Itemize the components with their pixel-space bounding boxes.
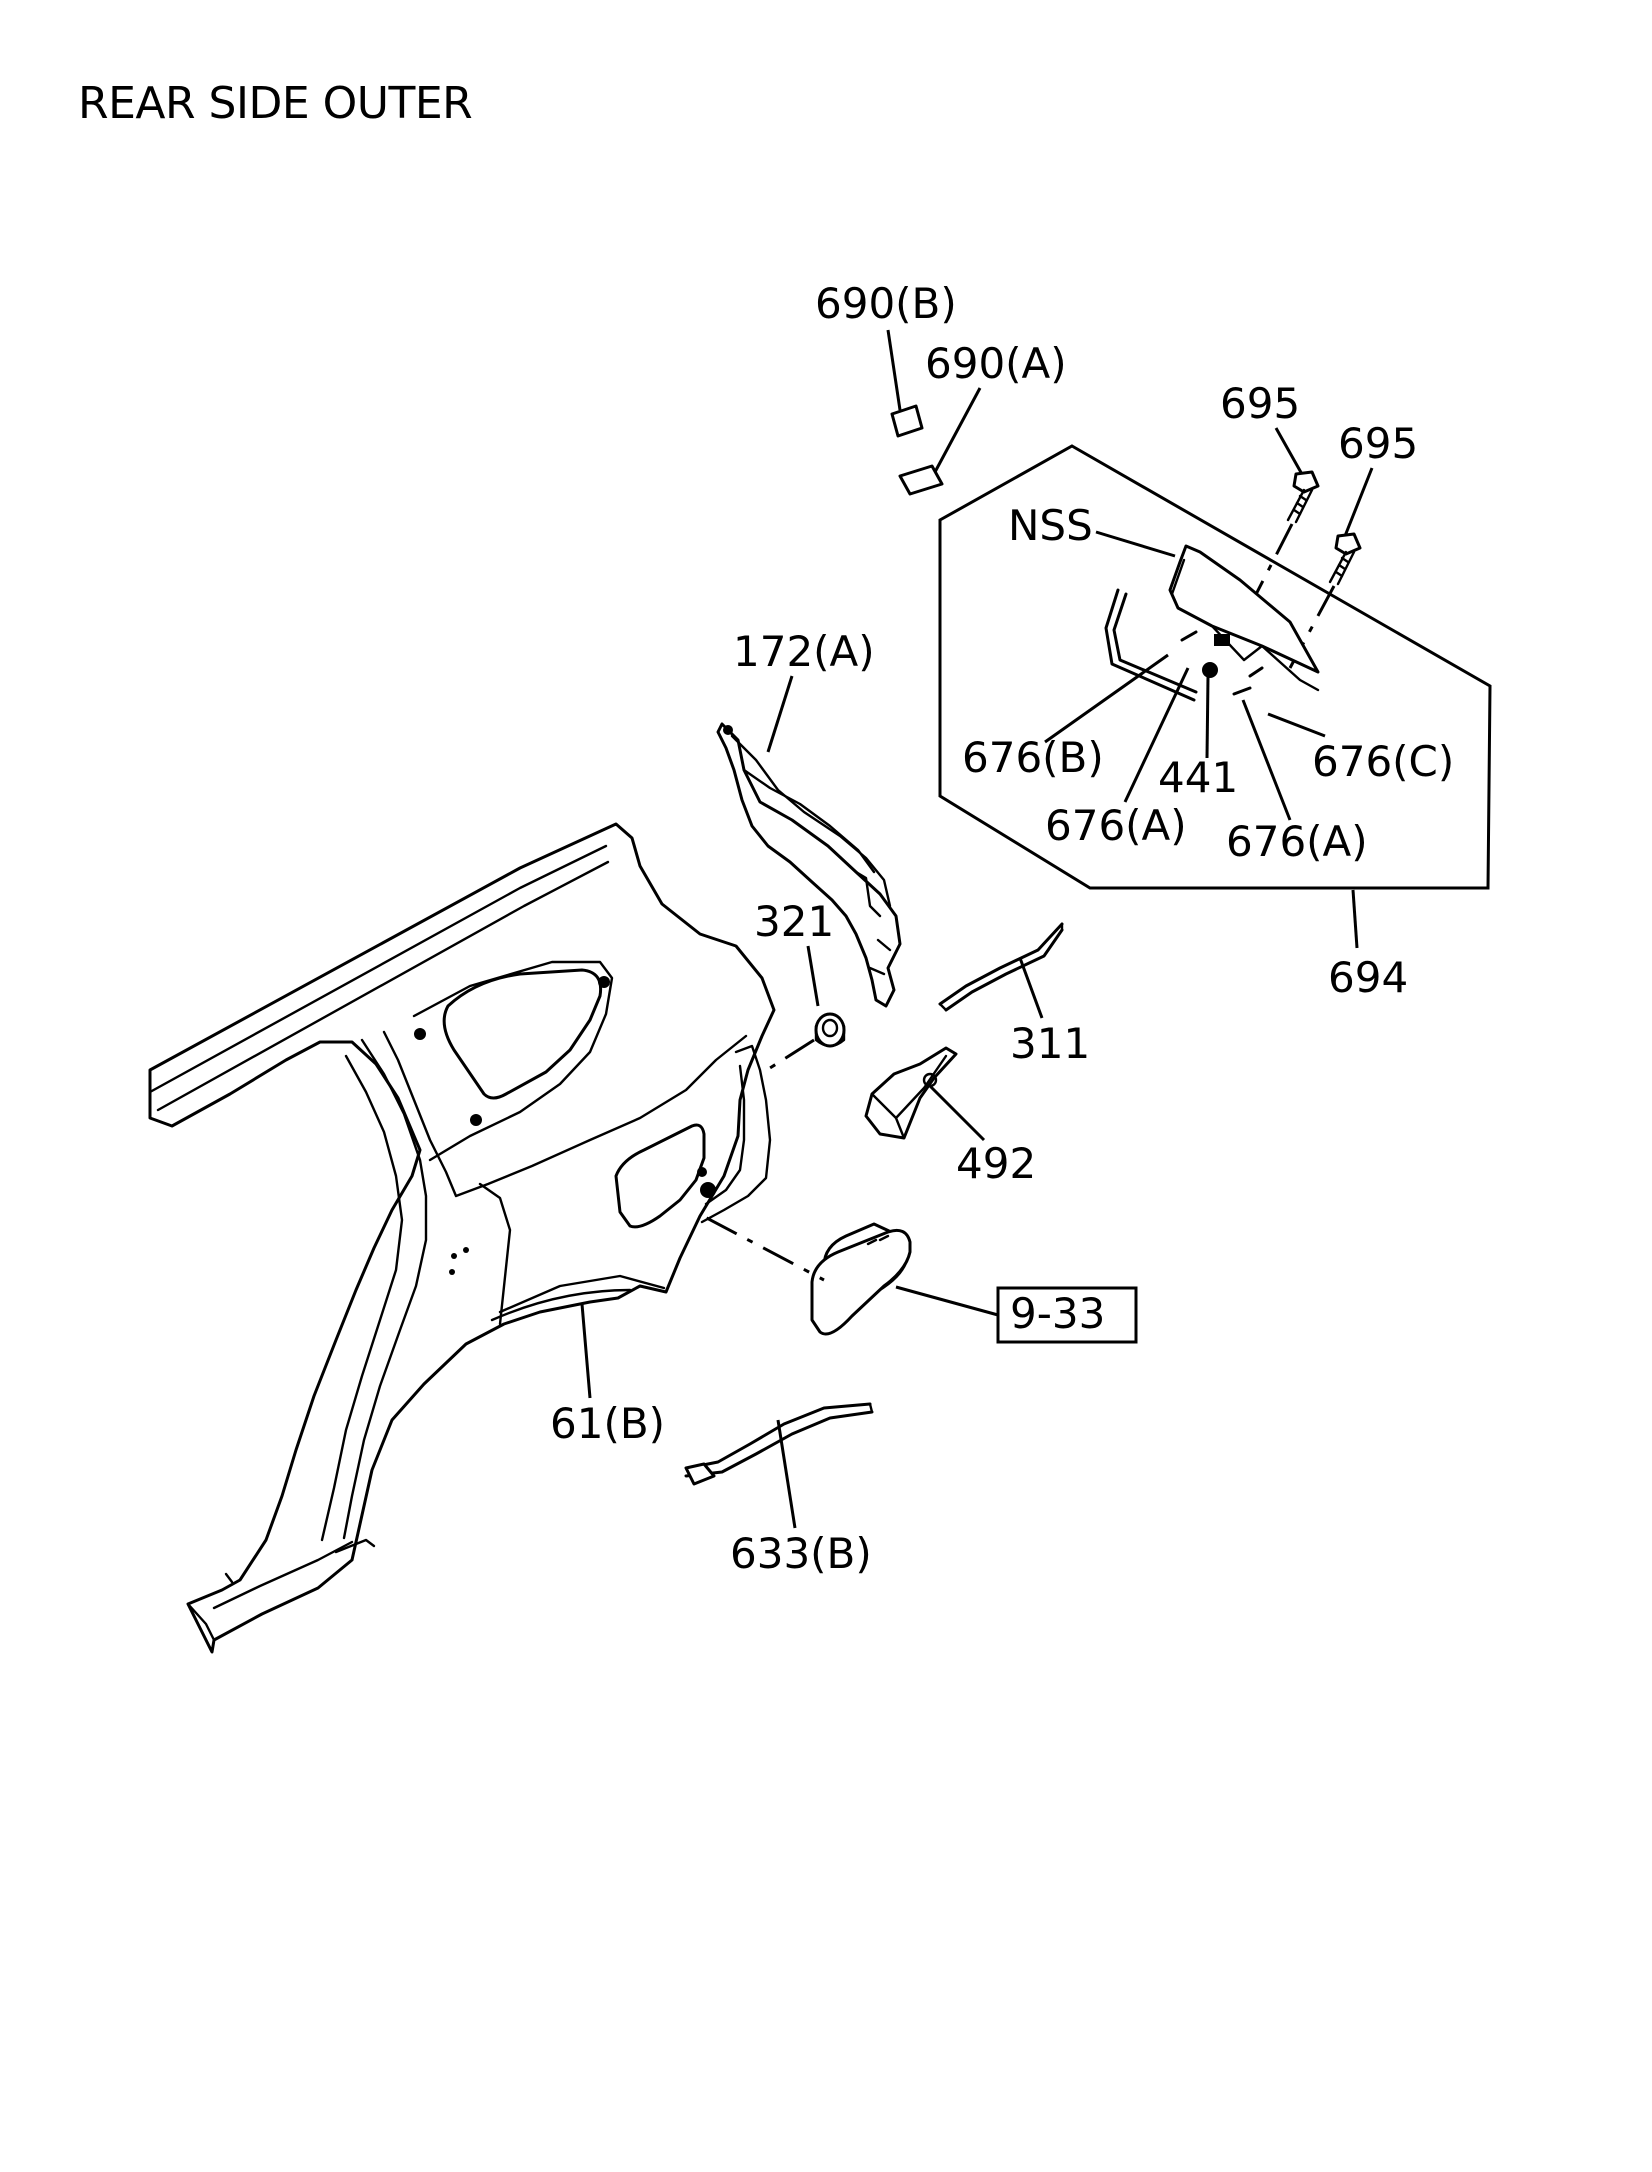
callout-695-right[interactable]: 695: [1338, 419, 1418, 468]
leader-lines: [580, 329, 1374, 1529]
callout-694[interactable]: 694: [1328, 953, 1408, 1002]
pad-690a: [898, 464, 944, 496]
bolt-695-left: [1286, 470, 1320, 524]
callout-172a[interactable]: 172(A): [733, 627, 875, 676]
pad-676a-right: [1232, 686, 1252, 696]
pad-676c: [1248, 666, 1264, 678]
pad-690b: [890, 404, 924, 438]
callout-690a[interactable]: 690(A): [925, 339, 1067, 388]
part-fuel-lid: [810, 1222, 912, 1336]
assembly-694-boundary: [938, 444, 1492, 890]
part-321-grommet: [814, 1012, 846, 1048]
nut-441: [1202, 662, 1218, 678]
part-311-strip-edge: [944, 928, 1064, 1012]
strip-676b: [1112, 592, 1198, 694]
callout-311[interactable]: 311: [1010, 1019, 1090, 1068]
diagram-title: REAR SIDE OUTER: [78, 78, 473, 129]
part-492-bracket: [864, 1046, 958, 1140]
callout-61b[interactable]: 61(B): [550, 1399, 665, 1448]
part-61b-side-panel: [148, 822, 776, 1654]
pad-676a-left: [1180, 630, 1198, 642]
part-311-strip: [938, 922, 1064, 1006]
part-633b-strip: [684, 1402, 874, 1486]
callout-633b[interactable]: 633(B): [730, 1529, 872, 1578]
callout-695-left[interactable]: 695: [1220, 379, 1300, 428]
callout-676a-left[interactable]: 676(A): [1045, 801, 1187, 850]
callout-nss[interactable]: NSS: [1008, 501, 1093, 550]
callout-676a-right[interactable]: 676(A): [1226, 817, 1368, 866]
part-nss-bracket: [1168, 544, 1320, 692]
callout-441[interactable]: 441: [1158, 753, 1238, 802]
callout-321[interactable]: 321: [754, 897, 834, 946]
bolt-695-right: [1328, 532, 1362, 586]
callout-676c[interactable]: 676(C): [1312, 737, 1454, 786]
strip-676b-edge: [1104, 588, 1196, 702]
callout-9-33[interactable]: 9-33: [1010, 1289, 1105, 1338]
callout-492[interactable]: 492: [956, 1139, 1036, 1188]
grommet-axis: [769, 1038, 815, 1070]
part-172a-bracket: [716, 722, 902, 1008]
callout-690b[interactable]: 690(B): [815, 279, 957, 328]
callout-676b[interactable]: 676(B): [962, 733, 1104, 782]
